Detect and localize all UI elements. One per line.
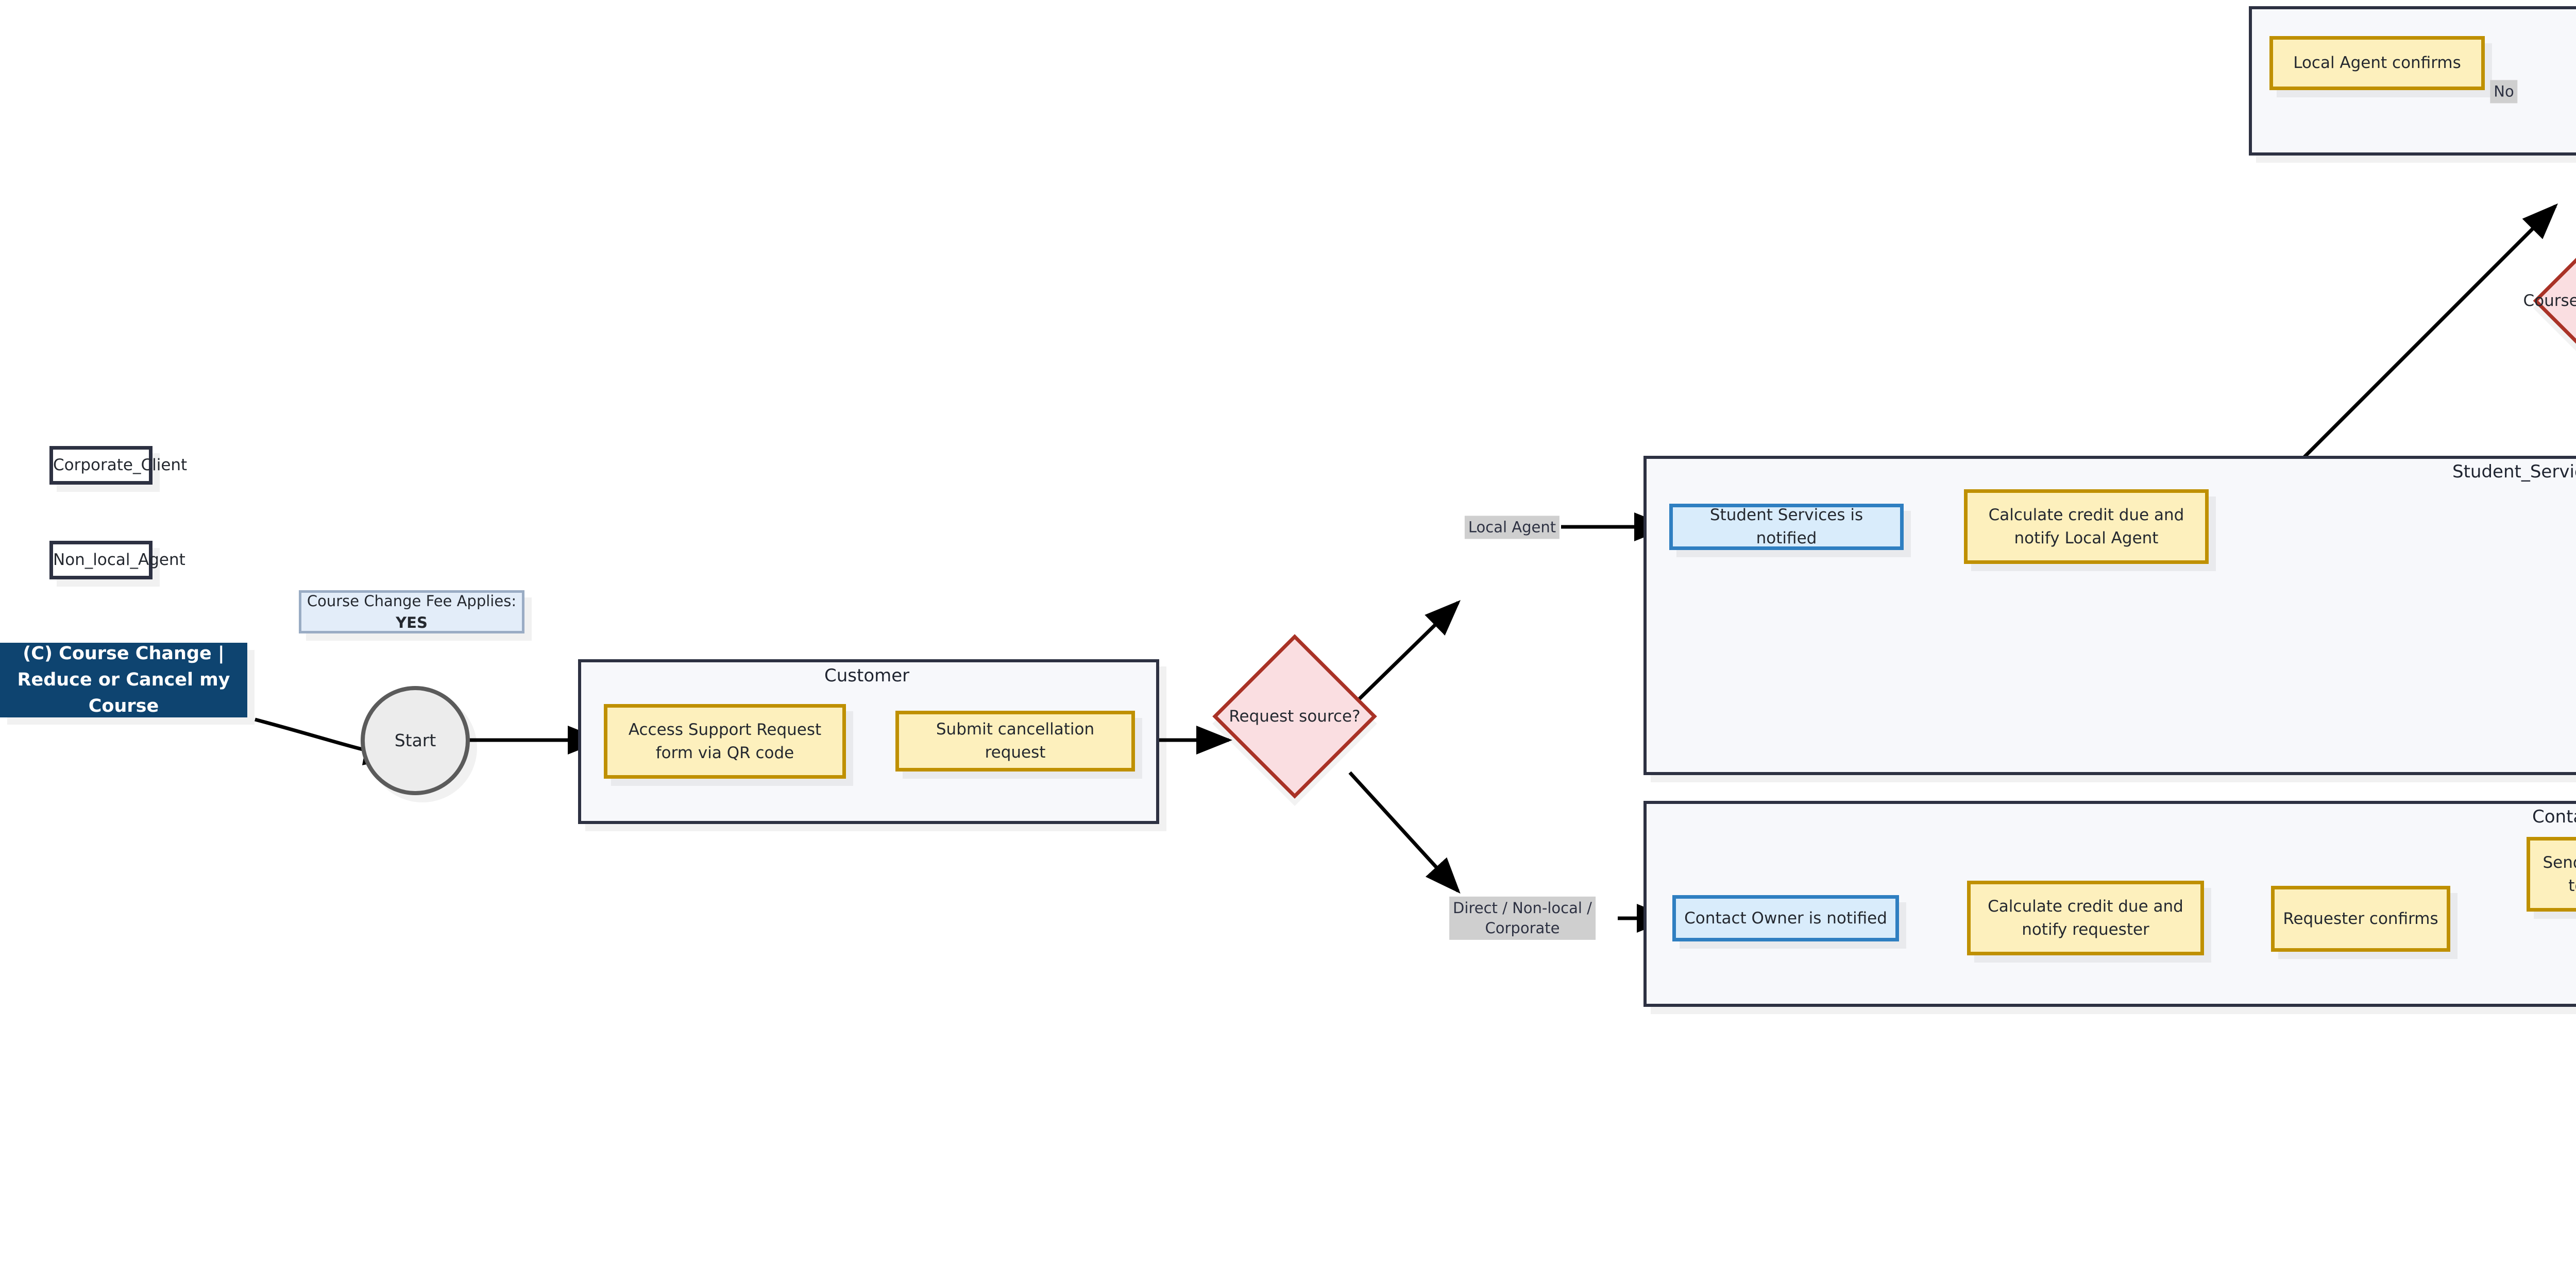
diagram-header-title: (C) Course Change | Reduce or Cancel my … — [0, 643, 247, 717]
task-local-agent-confirms[interactable]: Local Agent confirms — [2269, 36, 2485, 90]
legend-box-corporate-client: Corporate_Client — [49, 446, 188, 485]
lane-title-student-services: Student_Services — [2452, 461, 2576, 482]
task-calculate-credit-notify-local-agent[interactable]: Calculate credit due and notify Local Ag… — [1964, 489, 2209, 564]
lane-title-contact-owner: Contact_Owner — [2532, 807, 2576, 827]
task-label-local-agent-confirms: Local Agent confirms — [2293, 54, 2461, 73]
decision-label-request-source: Request source? — [1229, 707, 1361, 726]
edge-decision-to-localagent-label — [1348, 600, 1461, 710]
task-submit-cancellation-request[interactable]: Submit cancellation request — [895, 711, 1135, 771]
edge-label-direct-non-local-corporate: Direct / Non-local / Corporate — [1449, 896, 1596, 940]
decision-fee-paid-top[interactable]: Course Change fee paid? — [2523, 210, 2576, 391]
task-label-access-form: Access Support Request form via QR code — [628, 720, 822, 762]
event-label-ss-notified: Student Services is notified — [1709, 506, 1863, 547]
edge-label-local-agent: Local Agent — [1464, 516, 1560, 539]
edge-decision-to-direct-label — [1348, 771, 1461, 894]
note-label-course-change-fee: Course Change Fee Applies: YES — [301, 587, 522, 637]
legend-label-corporate-client: Corporate_Client — [53, 456, 188, 475]
task-access-support-request-form[interactable]: Access Support Request form via QR code — [604, 704, 846, 779]
event-label-co-notified: Contact Owner is notified — [1684, 908, 1887, 928]
decision-request-source[interactable]: Request source? — [1212, 634, 1377, 799]
note-text-bold: YES — [396, 614, 428, 631]
legend-label-non-local-agent: Non_local_Agent — [53, 551, 185, 570]
task-label-requester-confirms: Requester confirms — [2283, 909, 2438, 928]
task-label-submit-request: Submit cancellation request — [936, 720, 1095, 762]
start-node: Start — [361, 686, 470, 795]
task-send-cancellation-request-to-student-services[interactable]: Send cancellation request to Student Ser… — [2527, 837, 2576, 912]
task-label-send-cancel-ss: Send cancellation request to Student Ser… — [2543, 853, 2576, 895]
task-label-calc-credit-requester: Calculate credit due and notify requeste… — [1988, 897, 2183, 939]
diagram-header-label: (C) Course Change | Reduce or Cancel my … — [17, 643, 230, 716]
note-course-change-fee: Course Change Fee Applies: YES — [299, 590, 524, 633]
edge-label-no-top: No — [2490, 80, 2518, 104]
lane-title-customer: Customer — [824, 665, 910, 686]
start-label: Start — [394, 730, 436, 751]
event-contact-owner-notified[interactable]: Contact Owner is notified — [1672, 895, 1899, 941]
legend-box-non-local-agent: Non_local_Agent — [49, 541, 185, 579]
event-student-services-notified[interactable]: Student Services is notified — [1669, 504, 1904, 550]
decision-label-fee-paid-top: Course Change fee paid? — [2523, 292, 2576, 310]
note-text-plain: Course Change Fee Applies: — [307, 592, 517, 610]
task-calculate-credit-notify-requester[interactable]: Calculate credit due and notify requeste… — [1967, 881, 2204, 955]
task-requester-confirms[interactable]: Requester confirms — [2271, 886, 2450, 952]
task-label-calc-credit-la: Calculate credit due and notify Local Ag… — [1988, 505, 2184, 547]
